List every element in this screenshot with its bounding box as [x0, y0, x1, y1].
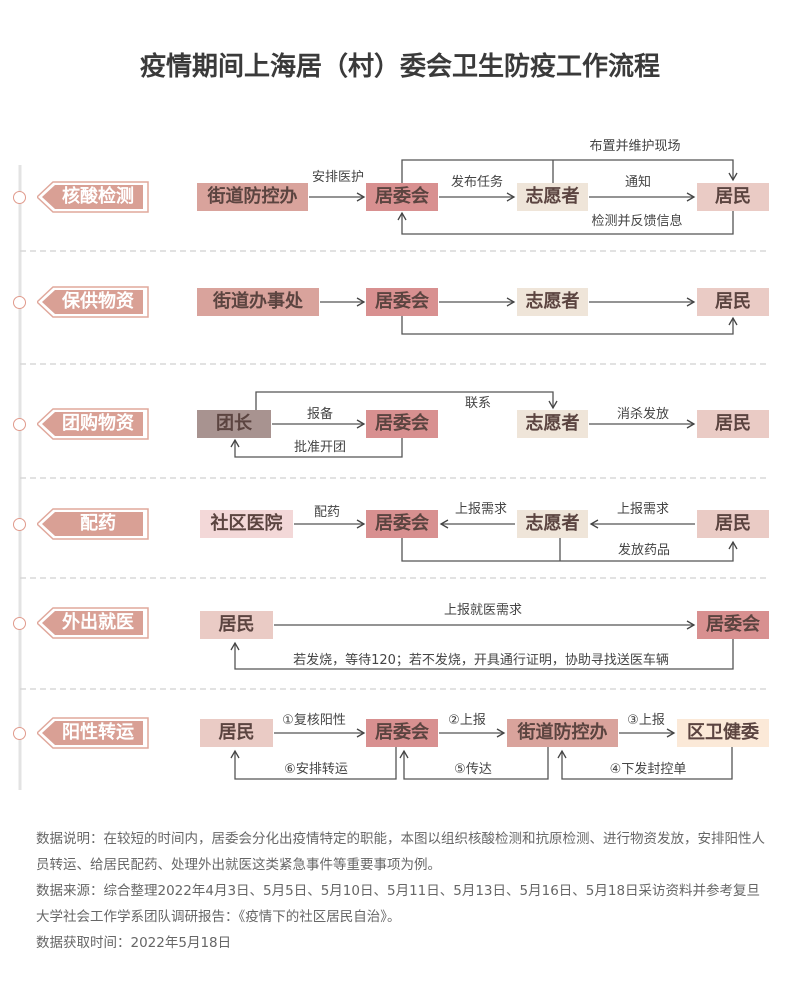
node-committee: 居委会	[366, 510, 438, 538]
node-resident: 居民	[697, 510, 769, 538]
node-volunteer: 志愿者	[517, 183, 588, 211]
edge-label: 上报需求	[616, 502, 670, 517]
data-date: 数据获取时间：2022年5月18日	[36, 935, 232, 951]
tag-hospital-visit: 外出就医	[37, 607, 149, 639]
edge-label: 若发烧，等待120；若不发烧，开具通行证明，协助寻找送医车辆	[293, 653, 669, 668]
node-street-office: 街道防控办	[507, 719, 618, 747]
edge-label: ④下发封控单	[609, 762, 687, 777]
edge-label: 批准开团	[293, 440, 347, 455]
edge-label: ⑥安排转运	[284, 762, 348, 777]
node-resident: 居民	[697, 288, 769, 316]
edge-label: 消杀发放	[616, 407, 670, 422]
node-committee: 居委会	[366, 410, 438, 438]
node-committee: 居委会	[366, 183, 438, 211]
timeline-dot	[13, 518, 26, 531]
edge-label: 上报就医需求	[443, 603, 523, 618]
node-resident: 居民	[200, 611, 273, 639]
edge-label: 报备	[306, 407, 334, 422]
timeline-dot	[13, 418, 26, 431]
edge-label: 布置并维护现场	[589, 139, 681, 154]
node-committee: 居委会	[366, 288, 438, 316]
edge-label: ③上报	[627, 713, 665, 728]
node-committee: 居委会	[366, 719, 438, 747]
node-resident: 居民	[697, 183, 769, 211]
row-separators	[20, 250, 770, 690]
tag-medicine: 配药	[37, 508, 149, 540]
tag-group-buy: 团购物资	[37, 408, 149, 440]
edge-label: 检测并反馈信息	[591, 214, 683, 229]
edge-label: 通知	[624, 175, 652, 190]
timeline-dot	[13, 191, 26, 204]
data-source: 数据来源：综合整理2022年4月3日、5月5日、5月10日、5月11日、5月13…	[36, 883, 761, 925]
node-resident: 居民	[697, 410, 769, 438]
page-title: 疫情期间上海居（村）委会卫生防疫工作流程	[139, 52, 660, 82]
edge-label: 上报需求	[454, 502, 508, 517]
tag-nucleic-test: 核酸检测	[37, 181, 149, 213]
node-group-leader: 团长	[197, 410, 271, 438]
edge-label: ①复核阳性	[282, 713, 346, 728]
node-resident: 居民	[200, 719, 273, 747]
node-subdistrict-office: 街道办事处	[197, 288, 319, 316]
node-district-health-commission: 区卫健委	[677, 719, 769, 747]
node-street-office: 街道防控办	[197, 183, 308, 211]
edge-label: ②上报	[448, 713, 486, 728]
node-community-hospital: 社区医院	[200, 510, 293, 538]
node-volunteer: 志愿者	[517, 510, 588, 538]
tag-supply: 保供物资	[37, 286, 149, 318]
edge-label: 发放药品	[617, 543, 671, 558]
edge-label: ⑤传达	[454, 762, 492, 777]
node-volunteer: 志愿者	[517, 288, 588, 316]
node-committee: 居委会	[697, 611, 769, 639]
footer-notes: 数据说明：在较短的时间内，居委会分化出疫情特定的职能，本图以组织核酸检测和抗原检…	[36, 826, 771, 956]
edge-label: 发布任务	[450, 175, 504, 190]
node-volunteer: 志愿者	[517, 410, 588, 438]
edge-label: 安排医护	[311, 170, 365, 185]
timeline-dot	[13, 727, 26, 740]
tag-positive-transfer: 阳性转运	[37, 717, 149, 749]
data-description: 数据说明：在较短的时间内，居委会分化出疫情特定的职能，本图以组织核酸检测和抗原检…	[36, 831, 765, 873]
edge-label: 配药	[313, 505, 341, 520]
edge-label: 联系	[464, 396, 492, 411]
timeline-dot	[13, 296, 26, 309]
timeline-dot	[13, 617, 26, 630]
